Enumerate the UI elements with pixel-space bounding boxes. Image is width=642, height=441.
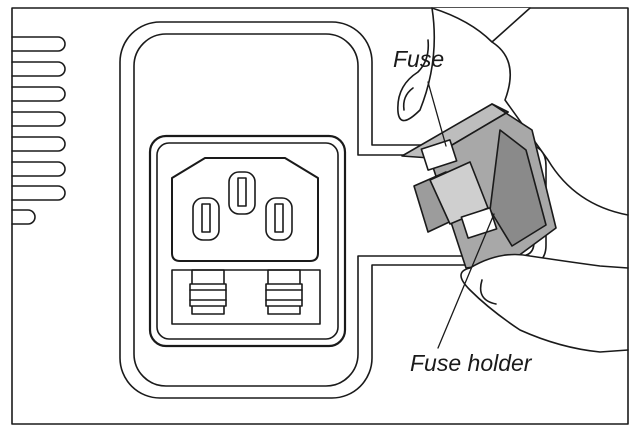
receptacle-pin-left bbox=[192, 197, 220, 241]
inlet-bezel-outer bbox=[119, 21, 547, 399]
fuse-holder-label: Fuse holder bbox=[410, 350, 532, 376]
fuse-cartridge-upper bbox=[420, 139, 458, 171]
fuse-label: Fuse bbox=[393, 46, 445, 72]
fuse-drawer-clip-left bbox=[189, 269, 227, 315]
receptacle-pin-earth bbox=[228, 171, 256, 215]
fuse-leader-line bbox=[427, 81, 447, 147]
iec-receptacle bbox=[171, 157, 319, 262]
ventilation-grille bbox=[11, 36, 66, 225]
fuse-holder-front bbox=[489, 129, 547, 247]
fuse-cartridge-lower bbox=[460, 207, 498, 239]
inlet-bezel-inner bbox=[133, 33, 535, 387]
upper-hand bbox=[397, 7, 629, 216]
inlet-socket-frame bbox=[148, 134, 347, 348]
inlet-socket-recess bbox=[156, 142, 339, 340]
lower-hand bbox=[460, 253, 629, 353]
fuse-drawer-clip-right bbox=[265, 269, 303, 315]
fuse-holder-leader-line bbox=[437, 213, 495, 349]
fuse-drawer-slot bbox=[171, 269, 321, 325]
device-panel-outline bbox=[11, 7, 629, 425]
upper-finger-tip bbox=[402, 87, 414, 111]
receptacle-pin-right bbox=[265, 197, 293, 241]
